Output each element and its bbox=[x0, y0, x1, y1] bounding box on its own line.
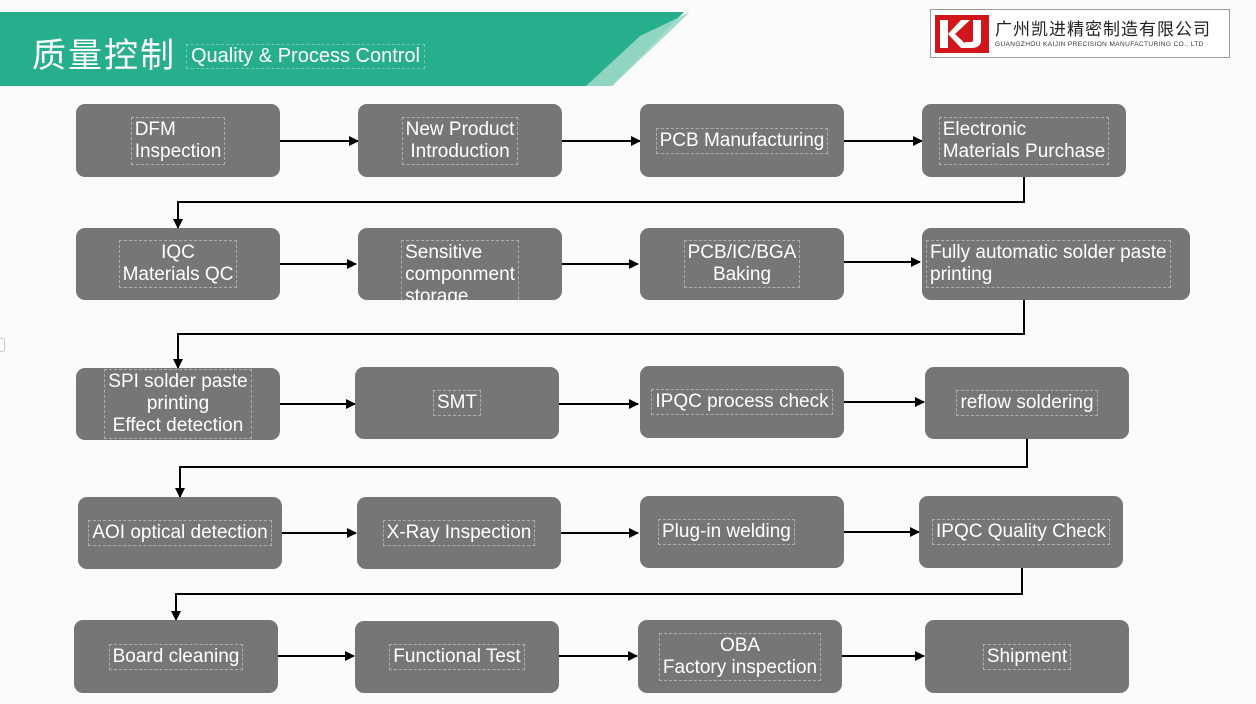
arrow-ipqc2-clean bbox=[171, 568, 1023, 621]
step-label: SMT bbox=[432, 390, 482, 416]
step-aoi-optical-detection: AOI optical detection bbox=[78, 497, 282, 569]
arrow-paste-spi bbox=[173, 300, 1025, 369]
company-name-zh: 广州凯进精密制造有限公司 bbox=[995, 20, 1211, 40]
step-label: Electronic Materials Purchase bbox=[938, 116, 1110, 165]
step-label: Shipment bbox=[982, 643, 1072, 670]
step-label: IPQC Quality Check bbox=[932, 519, 1110, 545]
step-iqc-materials-qc: IQC Materials QC bbox=[76, 228, 280, 300]
kj-logo-icon bbox=[935, 15, 989, 53]
step-label: IQC Materials QC bbox=[118, 240, 238, 288]
header-band-shape bbox=[0, 12, 684, 86]
step-ipqc-quality-check: IPQC Quality Check bbox=[919, 496, 1123, 568]
step-label: Fully automatic solder paste printing bbox=[926, 240, 1171, 288]
step-label: New Product Introduction bbox=[401, 116, 519, 165]
slide-edge-handle bbox=[0, 338, 5, 352]
step-label: X-Ray Inspection bbox=[382, 520, 536, 546]
step-label: Sensitive componment storage bbox=[401, 240, 519, 300]
company-name-en: GUANGZHOU KAIJIN PRECISION MANUFACTURING… bbox=[995, 41, 1204, 48]
page-title-en: Quality & Process Control bbox=[186, 44, 425, 69]
arrow-emp-iqc bbox=[173, 177, 1025, 229]
step-electronic-materials-purchase: Electronic Materials Purchase bbox=[922, 104, 1126, 177]
step-shipment: Shipment bbox=[925, 620, 1129, 693]
step-spi-effect-detection: SPI solder paste printing Effect detecti… bbox=[76, 368, 280, 440]
step-pcb-ic-bga-baking: PCB/IC/BGA Baking bbox=[640, 228, 844, 300]
step-label: Board cleaning bbox=[108, 643, 244, 670]
step-smt: SMT bbox=[355, 367, 559, 439]
step-label: AOI optical detection bbox=[88, 520, 272, 546]
step-label: IPQC process check bbox=[651, 389, 833, 415]
step-sensitive-component-storage: Sensitive componment storage bbox=[358, 228, 562, 300]
step-oba-factory-inspection: OBA Factory inspection bbox=[638, 620, 842, 693]
step-label: Plug-in welding bbox=[658, 519, 795, 545]
step-label: reflow soldering bbox=[956, 390, 1098, 416]
step-label: PCB Manufacturing bbox=[655, 127, 829, 154]
step-label: SPI solder paste printing Effect detecti… bbox=[104, 369, 252, 439]
step-label: Functional Test bbox=[389, 644, 525, 670]
step-functional-test: Functional Test bbox=[355, 621, 559, 693]
company-logo: 广州凯进精密制造有限公司 GUANGZHOU KAIJIN PRECISION … bbox=[930, 9, 1230, 58]
step-plug-in-welding: Plug-in welding bbox=[640, 496, 844, 568]
header-band bbox=[0, 12, 690, 86]
arrow-reflow-aoi bbox=[175, 438, 1028, 498]
page-title-zh: 质量控制 bbox=[32, 36, 176, 76]
step-pcb-manufacturing: PCB Manufacturing bbox=[640, 104, 844, 177]
step-label: DFM Inspection bbox=[130, 116, 226, 165]
header-band-accent bbox=[586, 12, 690, 86]
step-reflow-soldering: reflow soldering bbox=[925, 367, 1129, 439]
step-solder-paste-printing: Fully automatic solder paste printing bbox=[922, 228, 1190, 300]
step-x-ray-inspection: X-Ray Inspection bbox=[357, 497, 561, 569]
step-dfm-inspection: DFM Inspection bbox=[76, 104, 280, 177]
step-board-cleaning: Board cleaning bbox=[74, 620, 278, 693]
step-new-product-introduction: New Product Introduction bbox=[358, 104, 562, 177]
step-label: PCB/IC/BGA Baking bbox=[683, 240, 801, 288]
step-ipqc-process-check: IPQC process check bbox=[640, 366, 844, 438]
step-label: OBA Factory inspection bbox=[658, 632, 822, 681]
